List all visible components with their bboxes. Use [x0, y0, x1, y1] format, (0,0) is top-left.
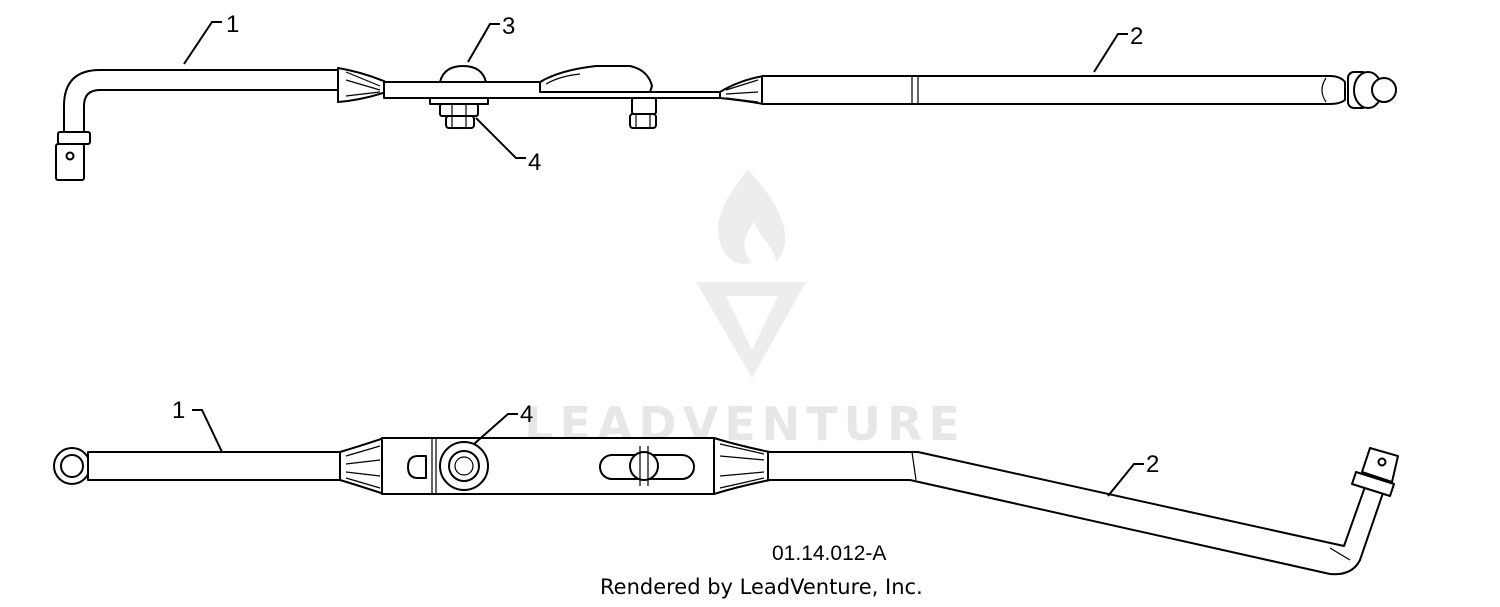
bottom-rod-left	[87, 451, 343, 481]
top-callout-4: 4	[475, 117, 541, 176]
leadventure-watermark: LEADVENTURE	[524, 170, 960, 451]
callout-label: 4	[520, 401, 533, 428]
top-clamp-block	[539, 65, 653, 93]
top-bolt-assembly	[429, 97, 489, 129]
bottom-assembly: 1 4 2	[53, 397, 1399, 576]
bottom-callout-1: 1	[172, 397, 223, 453]
bottom-callout-4: 4	[473, 401, 533, 445]
callout-label: 2	[1146, 451, 1159, 478]
bottom-clevis-end	[1351, 447, 1399, 497]
bottom-callout-2: 2	[1107, 451, 1159, 497]
callout-label: 1	[226, 11, 239, 38]
bottom-adjustment-slot	[599, 446, 695, 486]
top-callout-3: 3	[467, 13, 515, 63]
top-dome-nut	[439, 65, 487, 83]
render-credit: Rendered by LeadVenture, Inc.	[600, 575, 923, 599]
diagram-code: 01.14.012-A	[772, 542, 886, 565]
top-lock-nut	[629, 97, 657, 129]
bottom-bolt-head	[439, 441, 489, 491]
callout-label: 1	[172, 397, 185, 424]
top-rod-left	[55, 69, 341, 181]
callout-label: 2	[1130, 23, 1143, 50]
callout-label: 3	[502, 13, 515, 40]
top-callout-1: 1	[183, 11, 239, 65]
top-rod-right	[761, 75, 1346, 105]
top-ball-joint	[1347, 71, 1397, 109]
bottom-slot-left	[407, 455, 427, 479]
top-callout-2: 2	[1093, 23, 1143, 73]
top-assembly: 1 3 4 2	[55, 11, 1397, 181]
callout-label: 4	[528, 149, 541, 176]
bottom-ball-joint	[53, 447, 91, 485]
flame-logo-icon	[696, 170, 806, 378]
